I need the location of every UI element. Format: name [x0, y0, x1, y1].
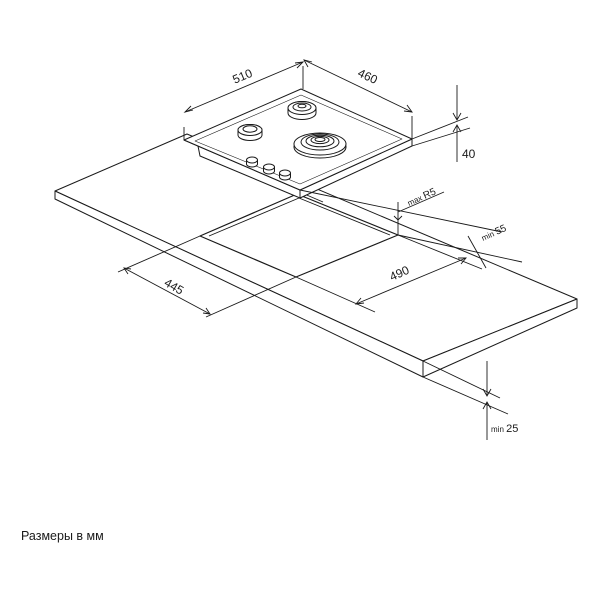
- dim-corner-radius: [393, 191, 445, 235]
- burner-left: [237, 124, 263, 141]
- control-knobs: [246, 156, 291, 181]
- cutout-inner-edge-left: [208, 197, 300, 237]
- units-caption: Размеры в мм: [21, 529, 104, 543]
- dim-countertop-thickness: [422, 360, 509, 440]
- burner-wok: [293, 132, 347, 159]
- label-countertop-thickness: min 25: [491, 423, 518, 435]
- countertop-right-face: [422, 298, 578, 378]
- label-rear-clearance: min 55: [480, 223, 509, 244]
- dim-hob-depth: [303, 59, 413, 139]
- dimension-lines: [117, 59, 523, 440]
- label-hob-height: 40: [462, 147, 476, 161]
- dim-cutout-width: [295, 234, 483, 313]
- dim-rear-clearance: [299, 189, 523, 269]
- label-corner-radius: max R5: [406, 186, 438, 208]
- burner-rear: [287, 101, 317, 120]
- dim-cutout-depth: [117, 235, 297, 318]
- gas-hob: [183, 88, 413, 199]
- dim-hob-width: [183, 61, 305, 140]
- label-cutout-depth: 445: [162, 275, 187, 297]
- cutout-inner-edge-right: [298, 197, 391, 236]
- knob-2: [263, 163, 275, 175]
- knob-1: [246, 156, 258, 168]
- dim-hob-height: [411, 85, 471, 162]
- knob-3: [279, 169, 291, 181]
- label-hob-depth: 460: [356, 66, 380, 87]
